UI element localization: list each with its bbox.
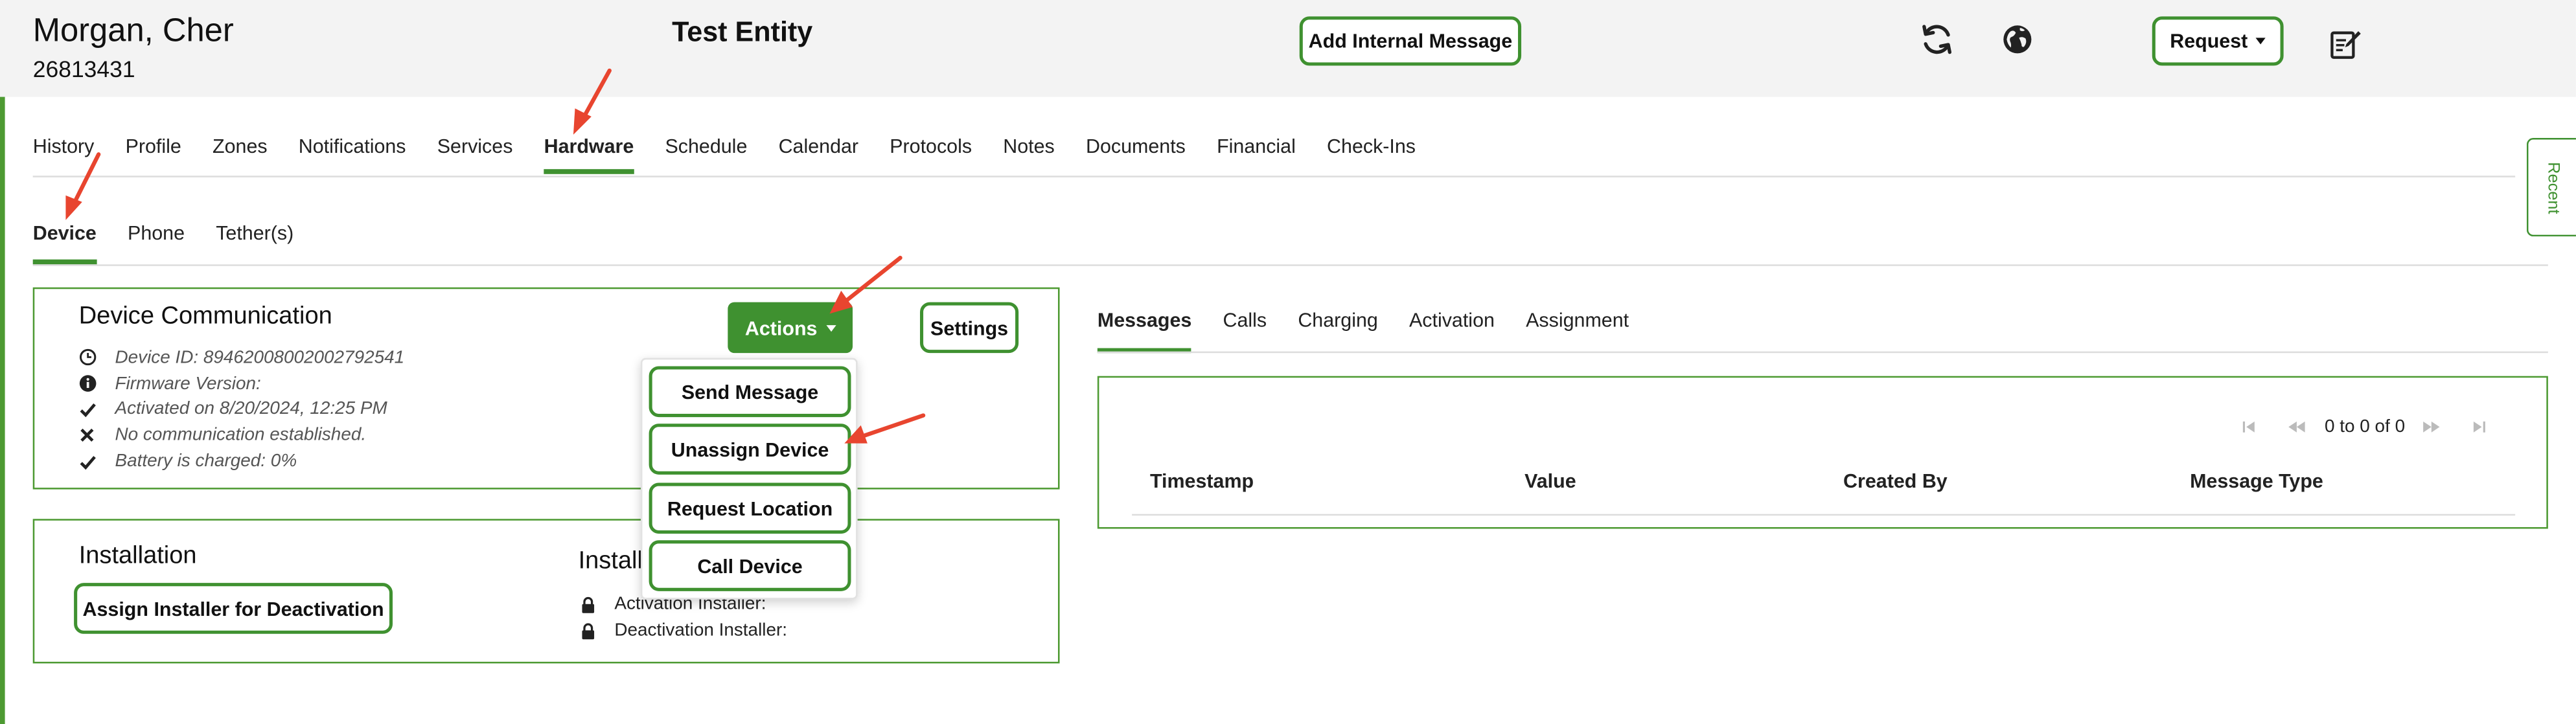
- tab-check-ins[interactable]: Check-Ins: [1327, 134, 1416, 158]
- unassign-device-label: Unassign Device: [671, 437, 829, 461]
- activated-row: Activated on 8/20/2024, 12:25 PM: [77, 397, 404, 423]
- note-edit-icon[interactable]: [2328, 27, 2362, 61]
- installer-list: Activation Installer: Deactivation Insta…: [579, 591, 787, 644]
- refresh-icon[interactable]: [1919, 21, 1955, 58]
- battery-text: Battery is charged: 0%: [115, 451, 297, 471]
- tab-device[interactable]: Device: [32, 220, 97, 265]
- tab-schedule[interactable]: Schedule: [665, 134, 748, 158]
- installation-title: Installation: [78, 541, 197, 570]
- firmware-row: Firmware Version:: [77, 371, 404, 397]
- tab-documents[interactable]: Documents: [1085, 134, 1186, 158]
- firmware-text: Firmware Version:: [115, 374, 261, 394]
- dropdown-caret-icon: [825, 324, 836, 331]
- tab-hardware[interactable]: Hardware: [544, 131, 634, 174]
- left-accent-bar: [0, 96, 5, 724]
- add-internal-message-label: Add Internal Message: [1308, 29, 1513, 53]
- device-communication-title: Device Communication: [78, 302, 332, 330]
- actions-dropdown-menu: Send Message Unassign Device Request Loc…: [640, 357, 858, 600]
- unassign-device-menu-item[interactable]: Unassign Device: [649, 424, 851, 475]
- tab-profile[interactable]: Profile: [125, 134, 181, 158]
- tab-notifications[interactable]: Notifications: [298, 134, 406, 158]
- check-icon: [77, 400, 97, 419]
- header-bar: [0, 0, 2576, 97]
- deactivation-installer-row: Deactivation Installer:: [579, 617, 787, 644]
- request-location-label: Request Location: [667, 497, 833, 520]
- tab-tethers[interactable]: Tether(s): [216, 221, 294, 245]
- pager-text: 0 to 0 of 0: [2325, 417, 2406, 437]
- tab-phone[interactable]: Phone: [128, 221, 185, 245]
- entity-name: Test Entity: [672, 16, 813, 48]
- clock-icon: [77, 348, 97, 367]
- last-page-icon[interactable]: [2469, 417, 2489, 436]
- dropdown-caret-icon: [2255, 38, 2266, 45]
- call-device-label: Call Device: [697, 554, 803, 578]
- lock-icon: [579, 620, 597, 640]
- device-info-list: Device ID: 89462008002002792541 Firmware…: [77, 345, 404, 474]
- hardware-sub-tabs: Device Phone Tether(s): [32, 220, 325, 266]
- actions-label: Actions: [744, 316, 818, 339]
- column-header-message-type[interactable]: Message Type: [2190, 469, 2323, 493]
- request-dropdown-button[interactable]: Request: [2152, 16, 2284, 66]
- device-detail-tabs-divider: [1097, 351, 2548, 354]
- settings-button[interactable]: Settings: [919, 302, 1019, 354]
- previous-page-icon[interactable]: [2287, 417, 2306, 436]
- tab-history[interactable]: History: [32, 134, 95, 158]
- installation-panel: Installation Assign Installer for Deacti…: [32, 519, 1060, 664]
- column-header-timestamp[interactable]: Timestamp: [1149, 469, 1254, 493]
- battery-row: Battery is charged: 0%: [77, 449, 404, 475]
- tab-messages[interactable]: Messages: [1097, 309, 1192, 354]
- request-label: Request: [2170, 29, 2248, 53]
- tab-financial[interactable]: Financial: [1217, 134, 1296, 158]
- client-id: 26813431: [32, 56, 135, 82]
- tab-activation[interactable]: Activation: [1409, 308, 1495, 332]
- tab-zones[interactable]: Zones: [213, 134, 268, 158]
- first-page-icon[interactable]: [2239, 417, 2259, 436]
- send-message-menu-item[interactable]: Send Message: [649, 366, 851, 418]
- add-internal-message-button[interactable]: Add Internal Message: [1299, 16, 1522, 66]
- send-message-label: Send Message: [681, 380, 819, 403]
- device-id-row: Device ID: 89462008002002792541: [77, 345, 404, 370]
- table-header-divider: [1132, 514, 2516, 516]
- tab-calls[interactable]: Calls: [1223, 308, 1267, 332]
- main-tabs: History Profile Zones Notifications Serv…: [33, 131, 1447, 177]
- main-tabs-divider: [32, 175, 2516, 177]
- activated-text: Activated on 8/20/2024, 12:25 PM: [115, 400, 387, 420]
- assign-installer-label: Assign Installer for Deactivation: [82, 596, 384, 620]
- request-location-menu-item[interactable]: Request Location: [649, 482, 851, 534]
- messages-table-panel: 0 to 0 of 0 Timestamp Value Created By M…: [1097, 376, 2548, 529]
- tab-calendar[interactable]: Calendar: [778, 134, 859, 158]
- device-id-text: Device ID: 89462008002002792541: [115, 348, 405, 368]
- tab-charging[interactable]: Charging: [1298, 308, 1378, 332]
- deactivation-installer-label: Deactivation Installer:: [614, 620, 788, 640]
- client-name: Morgan, Cher: [32, 13, 234, 50]
- table-pager: 0 to 0 of 0: [2239, 414, 2489, 440]
- assign-installer-button[interactable]: Assign Installer for Deactivation: [74, 583, 393, 634]
- column-header-value[interactable]: Value: [1524, 469, 1576, 493]
- communication-row: No communication established.: [77, 423, 404, 449]
- settings-label: Settings: [930, 316, 1009, 339]
- tab-protocols[interactable]: Protocols: [890, 134, 972, 158]
- device-communication-panel: Device Communication Device ID: 89462008…: [32, 287, 1060, 490]
- recent-label: Recent: [2543, 161, 2562, 214]
- recent-side-tab[interactable]: Recent: [2526, 137, 2576, 237]
- actions-button[interactable]: Actions: [728, 302, 853, 354]
- globe-icon[interactable]: [2001, 23, 2034, 56]
- device-detail-tabs: Messages Calls Charging Activation Assig…: [1097, 308, 1660, 354]
- tab-notes[interactable]: Notes: [1003, 134, 1055, 158]
- column-header-created-by[interactable]: Created By: [1843, 469, 1948, 493]
- info-icon: [77, 374, 97, 393]
- tab-services[interactable]: Services: [437, 134, 513, 158]
- call-device-menu-item[interactable]: Call Device: [649, 540, 851, 591]
- next-page-icon[interactable]: [2421, 417, 2441, 436]
- sub-tabs-divider: [32, 264, 2548, 266]
- tab-assignment[interactable]: Assignment: [1526, 308, 1629, 332]
- check-icon: [77, 452, 97, 471]
- communication-text: No communication established.: [115, 425, 367, 446]
- x-icon: [77, 425, 97, 445]
- lock-icon: [579, 594, 597, 614]
